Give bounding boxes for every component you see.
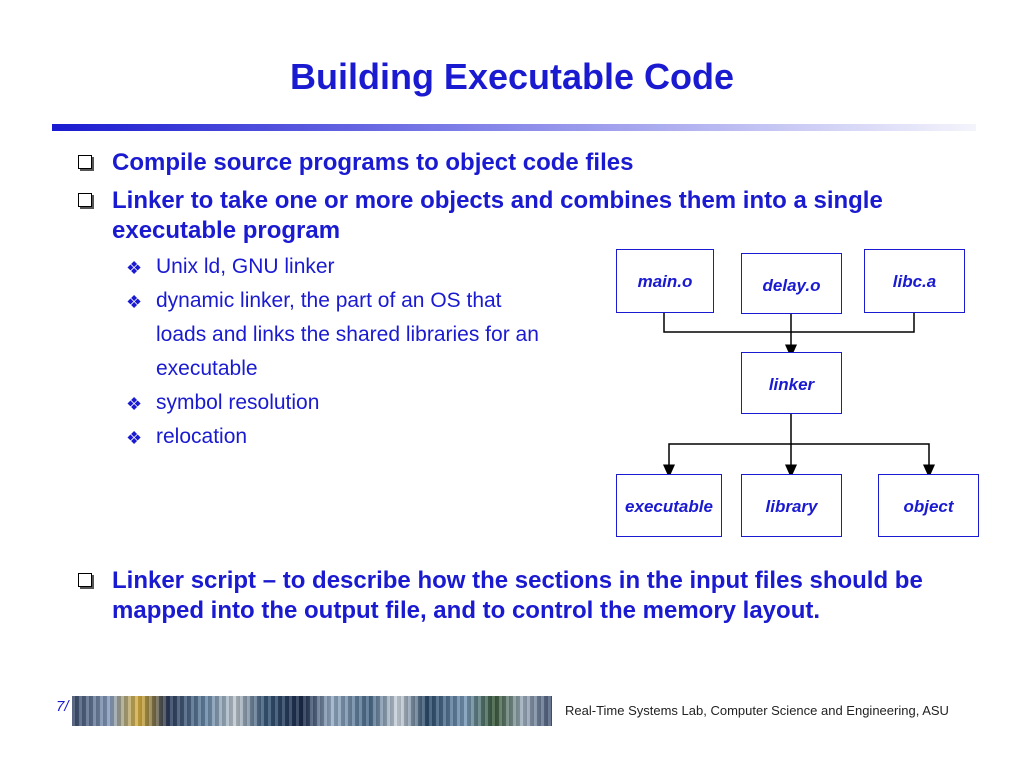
node-delay-o: delay.o — [741, 253, 842, 314]
node-library: library — [741, 474, 842, 537]
footer-credit: Real-Time Systems Lab, Computer Science … — [565, 703, 949, 718]
subbullet-relocation: ❖ relocation — [126, 420, 576, 454]
subbullet-symbol: ❖ symbol resolution — [126, 386, 576, 420]
page-number: 7/ — [56, 698, 69, 715]
bullet-linker-script: Linker script – to describe how the sect… — [78, 566, 952, 626]
title-divider — [52, 124, 976, 131]
bullet-text: Compile source programs to object code f… — [112, 149, 634, 176]
diamond-bullet-icon: ❖ — [126, 394, 143, 414]
bullet-linker: Linker to take one or more objects and c… — [78, 186, 952, 246]
footer-photo-strip — [72, 696, 552, 726]
node-object: object — [878, 474, 979, 537]
node-linker: linker — [741, 352, 842, 414]
subbullet-ld: ❖ Unix ld, GNU linker — [126, 250, 576, 284]
bullet-compile: Compile source programs to object code f… — [78, 148, 952, 178]
bullet-text: Linker to take one or more objects and c… — [112, 187, 883, 244]
square-bullet-icon — [78, 155, 92, 169]
diamond-bullet-icon: ❖ — [126, 292, 143, 312]
subbullet-dynamic-linker: ❖ dynamic linker, the part of an OS that… — [126, 284, 556, 386]
diamond-bullet-icon: ❖ — [126, 258, 143, 278]
subbullet-text: relocation — [156, 425, 248, 448]
node-main-o: main.o — [616, 249, 714, 313]
square-bullet-icon — [78, 193, 92, 207]
diamond-bullet-icon: ❖ — [126, 428, 143, 448]
slide-title: Building Executable Code — [289, 56, 735, 97]
node-libc-a: libc.a — [864, 249, 965, 313]
subbullet-text: Unix ld, GNU linker — [156, 255, 335, 278]
bullet-text: Linker script – to describe how the sect… — [112, 567, 923, 624]
subbullet-text: symbol resolution — [156, 391, 320, 414]
square-bullet-icon — [78, 573, 92, 587]
node-executable: executable — [616, 474, 722, 537]
subbullet-text: dynamic linker, the part of an OS that l… — [156, 289, 539, 380]
